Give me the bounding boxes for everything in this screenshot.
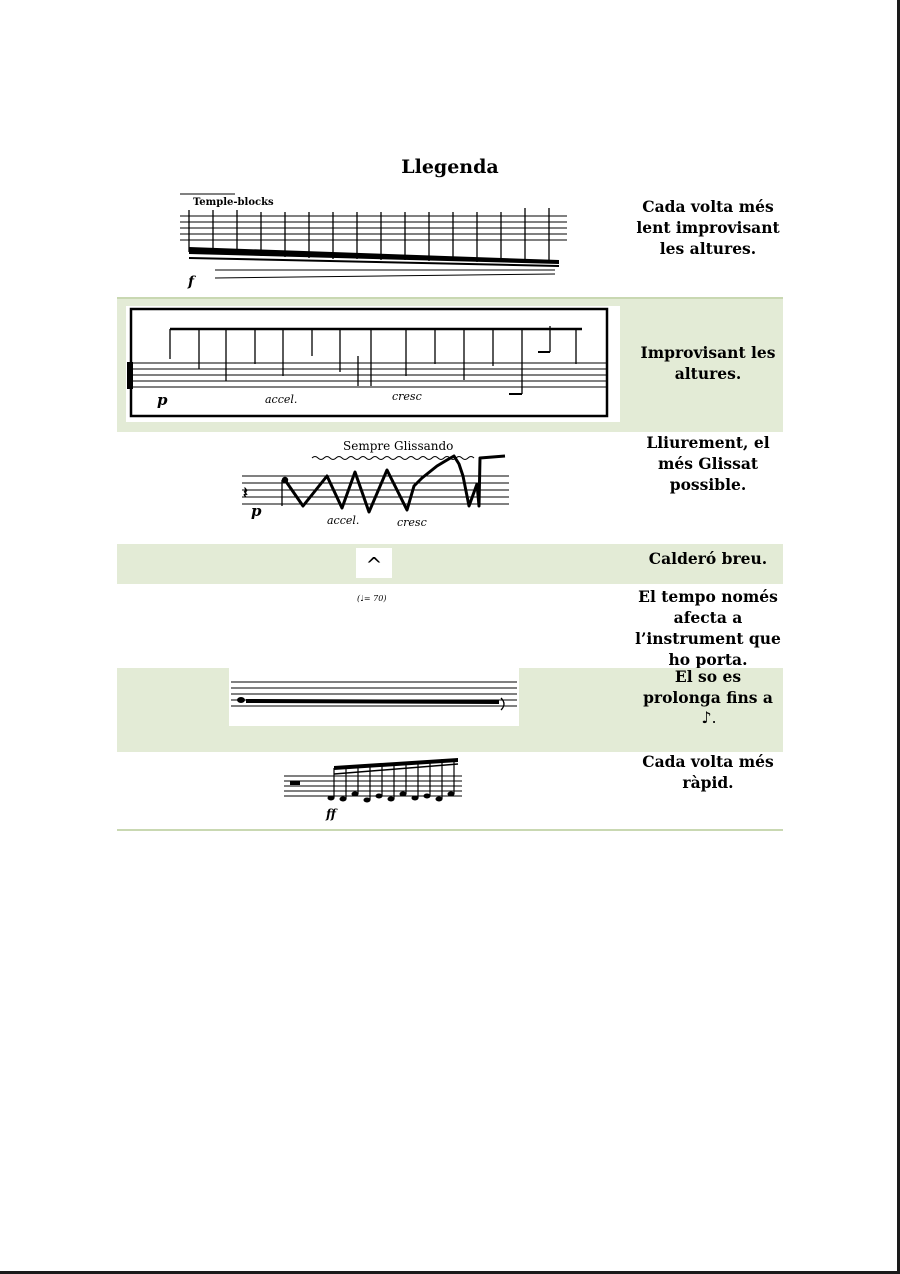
page-edge-right — [897, 0, 900, 1274]
glissando-dynamic: p — [251, 502, 262, 520]
separator-bottom — [117, 829, 783, 831]
tempo-caption: El tempo només afecta a l’instrument que… — [635, 587, 781, 669]
temple-blocks-dynamic: f — [187, 274, 197, 290]
page-edge-bottom — [0, 1271, 900, 1274]
glissando-cresc: cresc — [397, 516, 427, 529]
glissando-header: Sempre Glissando — [343, 439, 453, 453]
faster-caption: Cada volta més ràpid. — [642, 752, 774, 792]
faster-dynamic: ff — [325, 807, 338, 821]
improvising-heights-notation: p accel. cresc — [127, 307, 609, 418]
page-title: Llegenda — [401, 156, 499, 178]
fermata-symbol-box: ^ — [356, 548, 392, 578]
prolonged-note-symbol: ♪. — [701, 708, 717, 727]
faster-notation: ff — [284, 758, 462, 821]
legend-row-tempo-mark: (♩= 70) El tempo només afecta a l’instru… — [117, 584, 783, 669]
tempo-mark-label: (♩= 70) — [357, 594, 387, 603]
prolonged-sound-notation — [229, 668, 519, 726]
separator-1 — [117, 297, 783, 299]
temple-blocks-label: Temple-blocks — [193, 197, 274, 208]
temple-blocks-caption: Cada volta més lent improvisant les altu… — [636, 197, 780, 258]
legend-row-faster: ff Cada volta més ràpid. — [117, 752, 783, 828]
temple-blocks-notation: Temple-blocks — [180, 193, 567, 290]
improvising-cresc: cresc — [392, 390, 422, 403]
legend-row-short-fermata: ^ Calderó breu. — [117, 544, 783, 584]
legend-row-temple-blocks: Temple-blocks — [117, 190, 783, 296]
glissando-notation: Sempre Glissando 𝄽 p accel. cresc — [242, 439, 509, 529]
fermata-caption: Calderó breu. — [648, 549, 768, 568]
improvising-dynamic: p — [157, 391, 168, 409]
legend-row-improvising-heights: p accel. cresc Improvisant les altures. — [117, 299, 783, 432]
glissando-accel: accel. — [327, 514, 359, 527]
boxed-notation-panel — [126, 306, 620, 422]
svg-text:𝄽: 𝄽 — [243, 483, 248, 502]
legend-row-glissando: Sempre Glissando 𝄽 p accel. cresc Lliure… — [117, 432, 783, 544]
prolonged-caption: El so es prolonga fins a — [643, 667, 773, 707]
improvising-accel: accel. — [265, 393, 297, 406]
glissando-caption: Lliurement, el més Glissat possible. — [646, 433, 770, 494]
improvising-caption: Improvisant les altures. — [640, 343, 776, 383]
legend-row-prolonged-sound: El so es prolonga fins a ♪. — [117, 667, 783, 752]
fermata-symbol: ^ — [365, 553, 383, 577]
